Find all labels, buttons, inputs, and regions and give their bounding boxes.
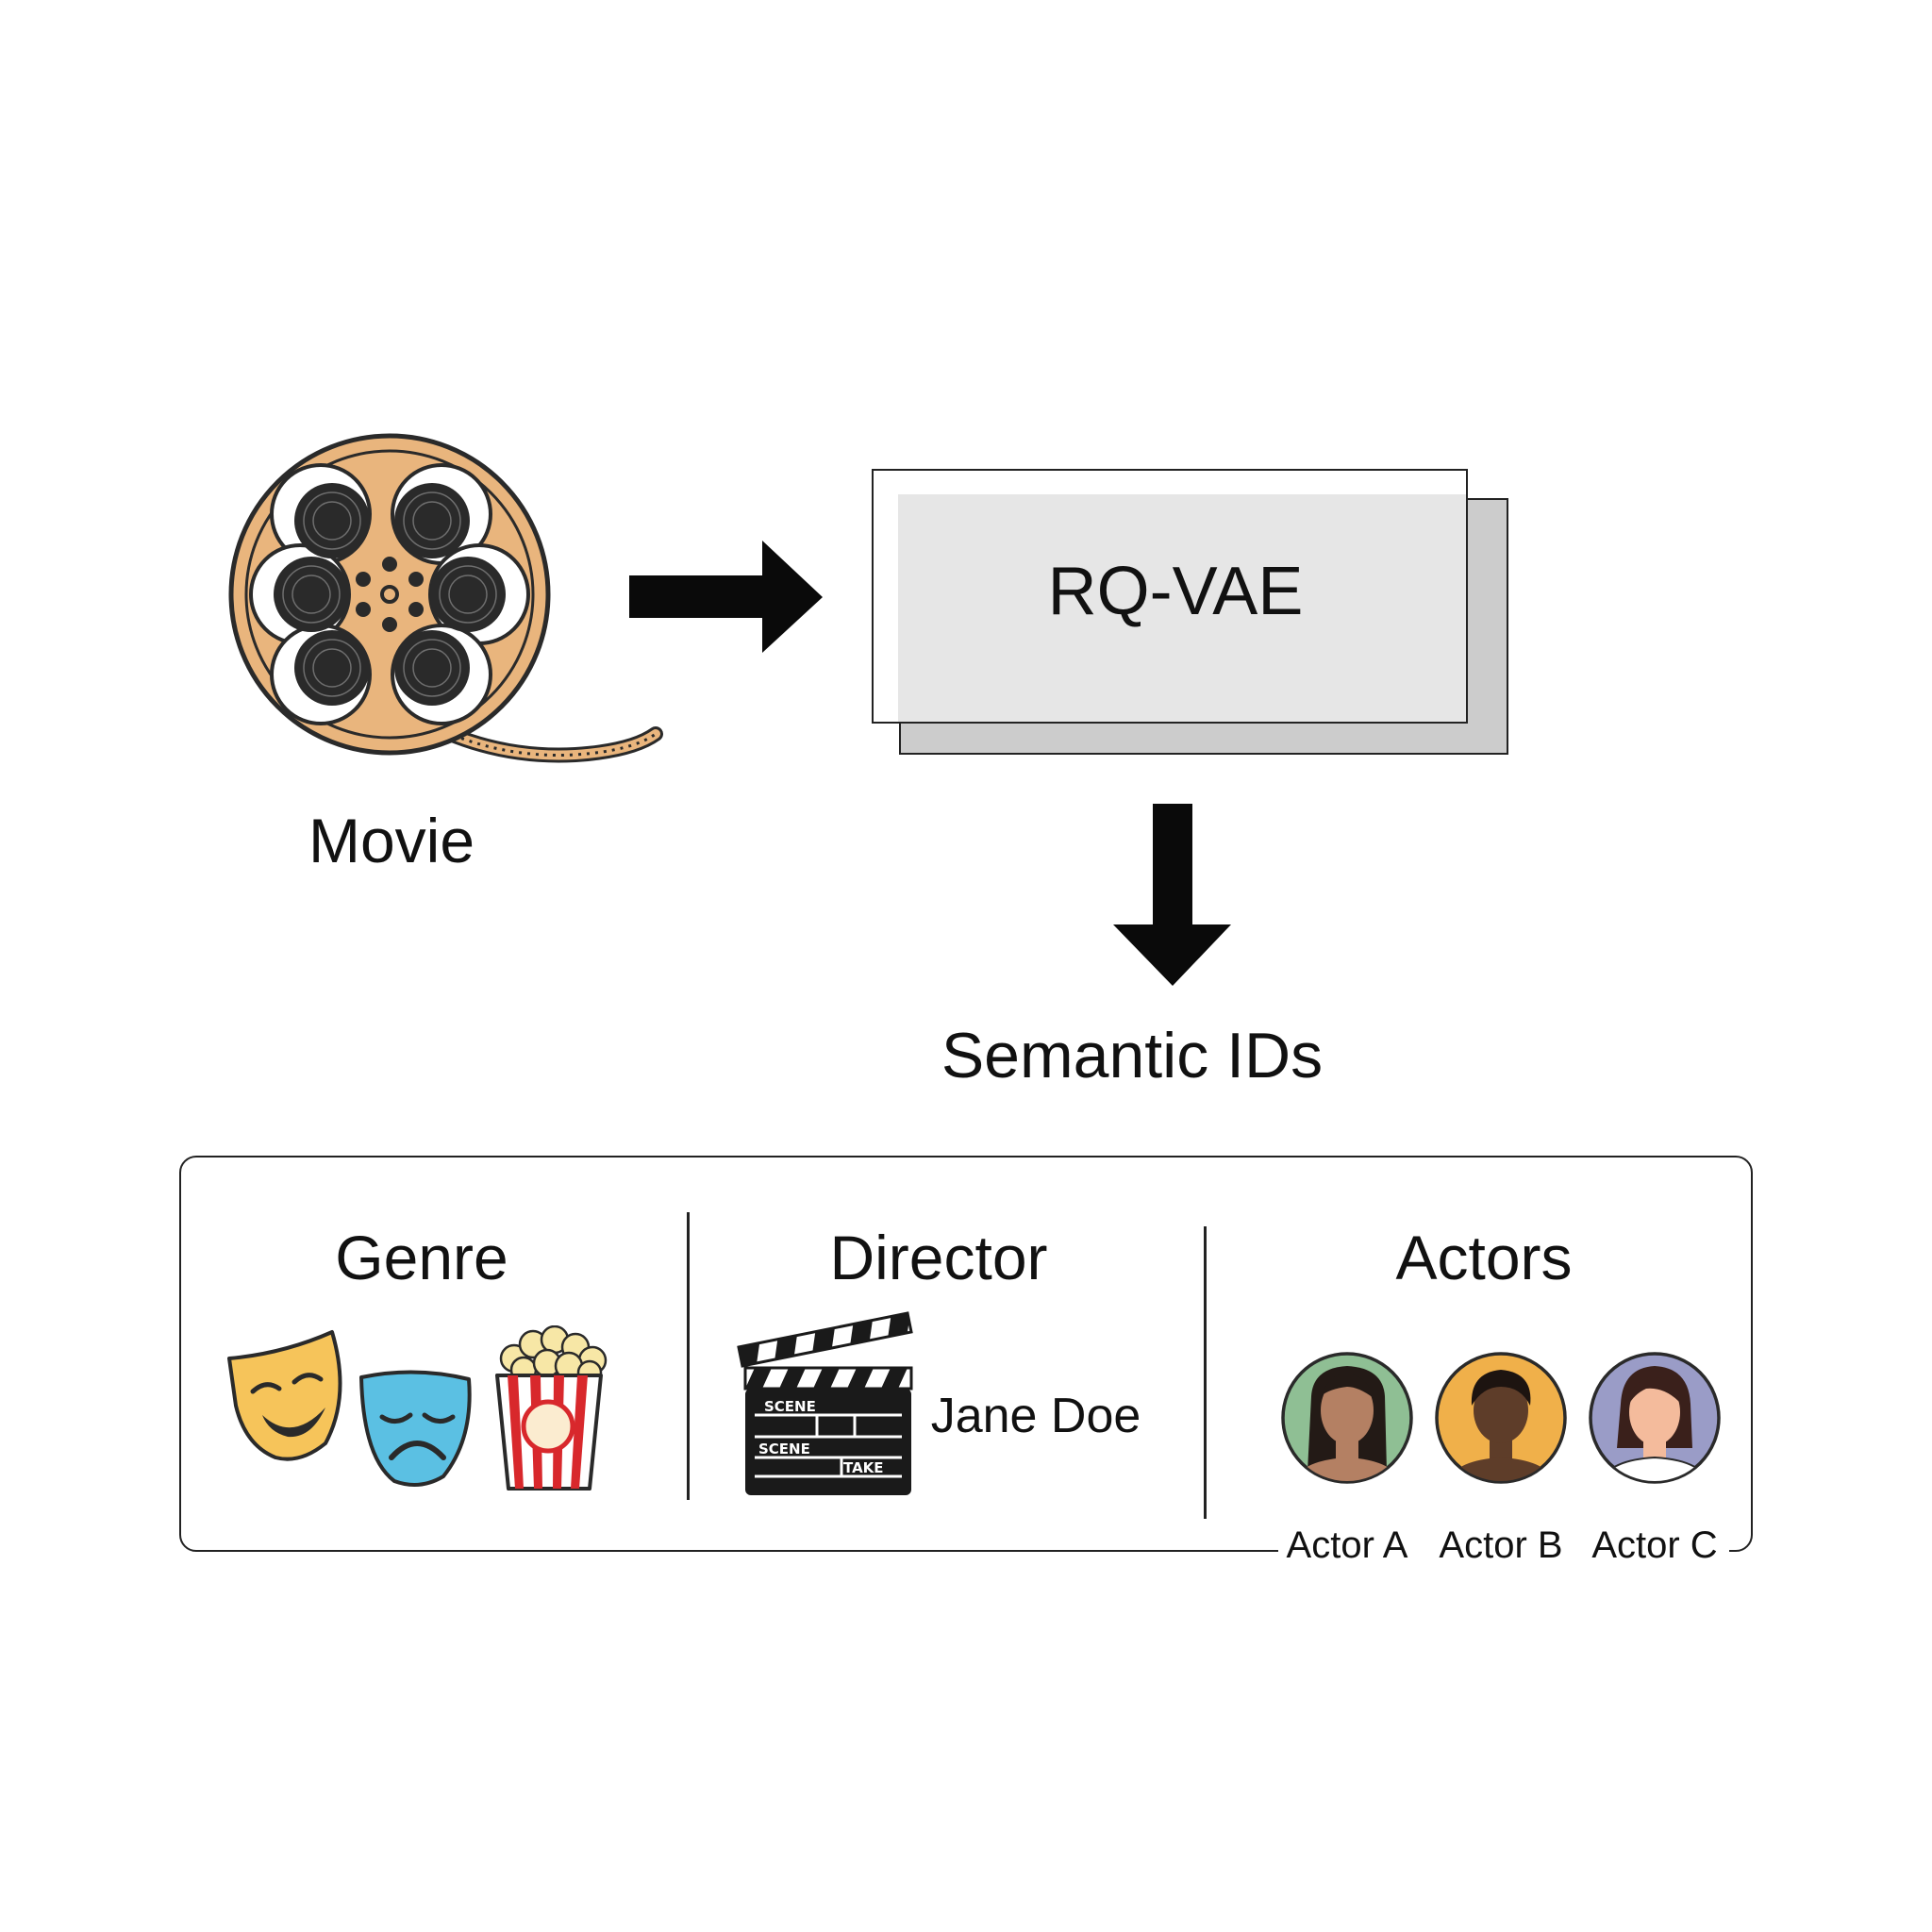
clapper-take-text: TAKE [843, 1459, 884, 1476]
person-avatar-icon [1589, 1352, 1721, 1484]
panel-border-gap [1278, 1538, 1729, 1566]
actor-avatars [1281, 1352, 1721, 1484]
film-reel-icon [228, 433, 663, 763]
encoder-box [872, 469, 1468, 724]
actors-heading: Actors [1395, 1223, 1573, 1292]
person-avatar-icon [1281, 1352, 1413, 1484]
down-arrow-icon [1113, 804, 1231, 986]
semantic-ids-label: Semantic IDs [941, 1020, 1324, 1091]
panel-divider [1204, 1226, 1207, 1519]
actor-label: Actor A [1286, 1524, 1408, 1566]
clapperboard-icon: SCENE SCENE TAKE [737, 1311, 913, 1495]
clapper-scene-text: SCENE [758, 1441, 810, 1457]
movie-label: Movie [308, 806, 475, 875]
director-name: Jane Doe [930, 1389, 1141, 1443]
popcorn-icon [495, 1325, 608, 1491]
person-avatar-icon [1435, 1352, 1567, 1484]
actor-label: Actor B [1439, 1524, 1563, 1566]
director-heading: Director [829, 1223, 1048, 1292]
clapper-scene-text: SCENE [764, 1398, 816, 1415]
panel-divider [687, 1212, 690, 1500]
tragedy-mask-icon [359, 1370, 472, 1487]
right-arrow-icon [629, 541, 823, 653]
comedy-mask-icon [227, 1330, 342, 1461]
semantic-ids-panel [179, 1156, 1753, 1552]
genre-heading: Genre [335, 1223, 508, 1292]
encoder-label: RQ-VAE [1047, 554, 1304, 629]
actor-label: Actor C [1591, 1524, 1718, 1566]
